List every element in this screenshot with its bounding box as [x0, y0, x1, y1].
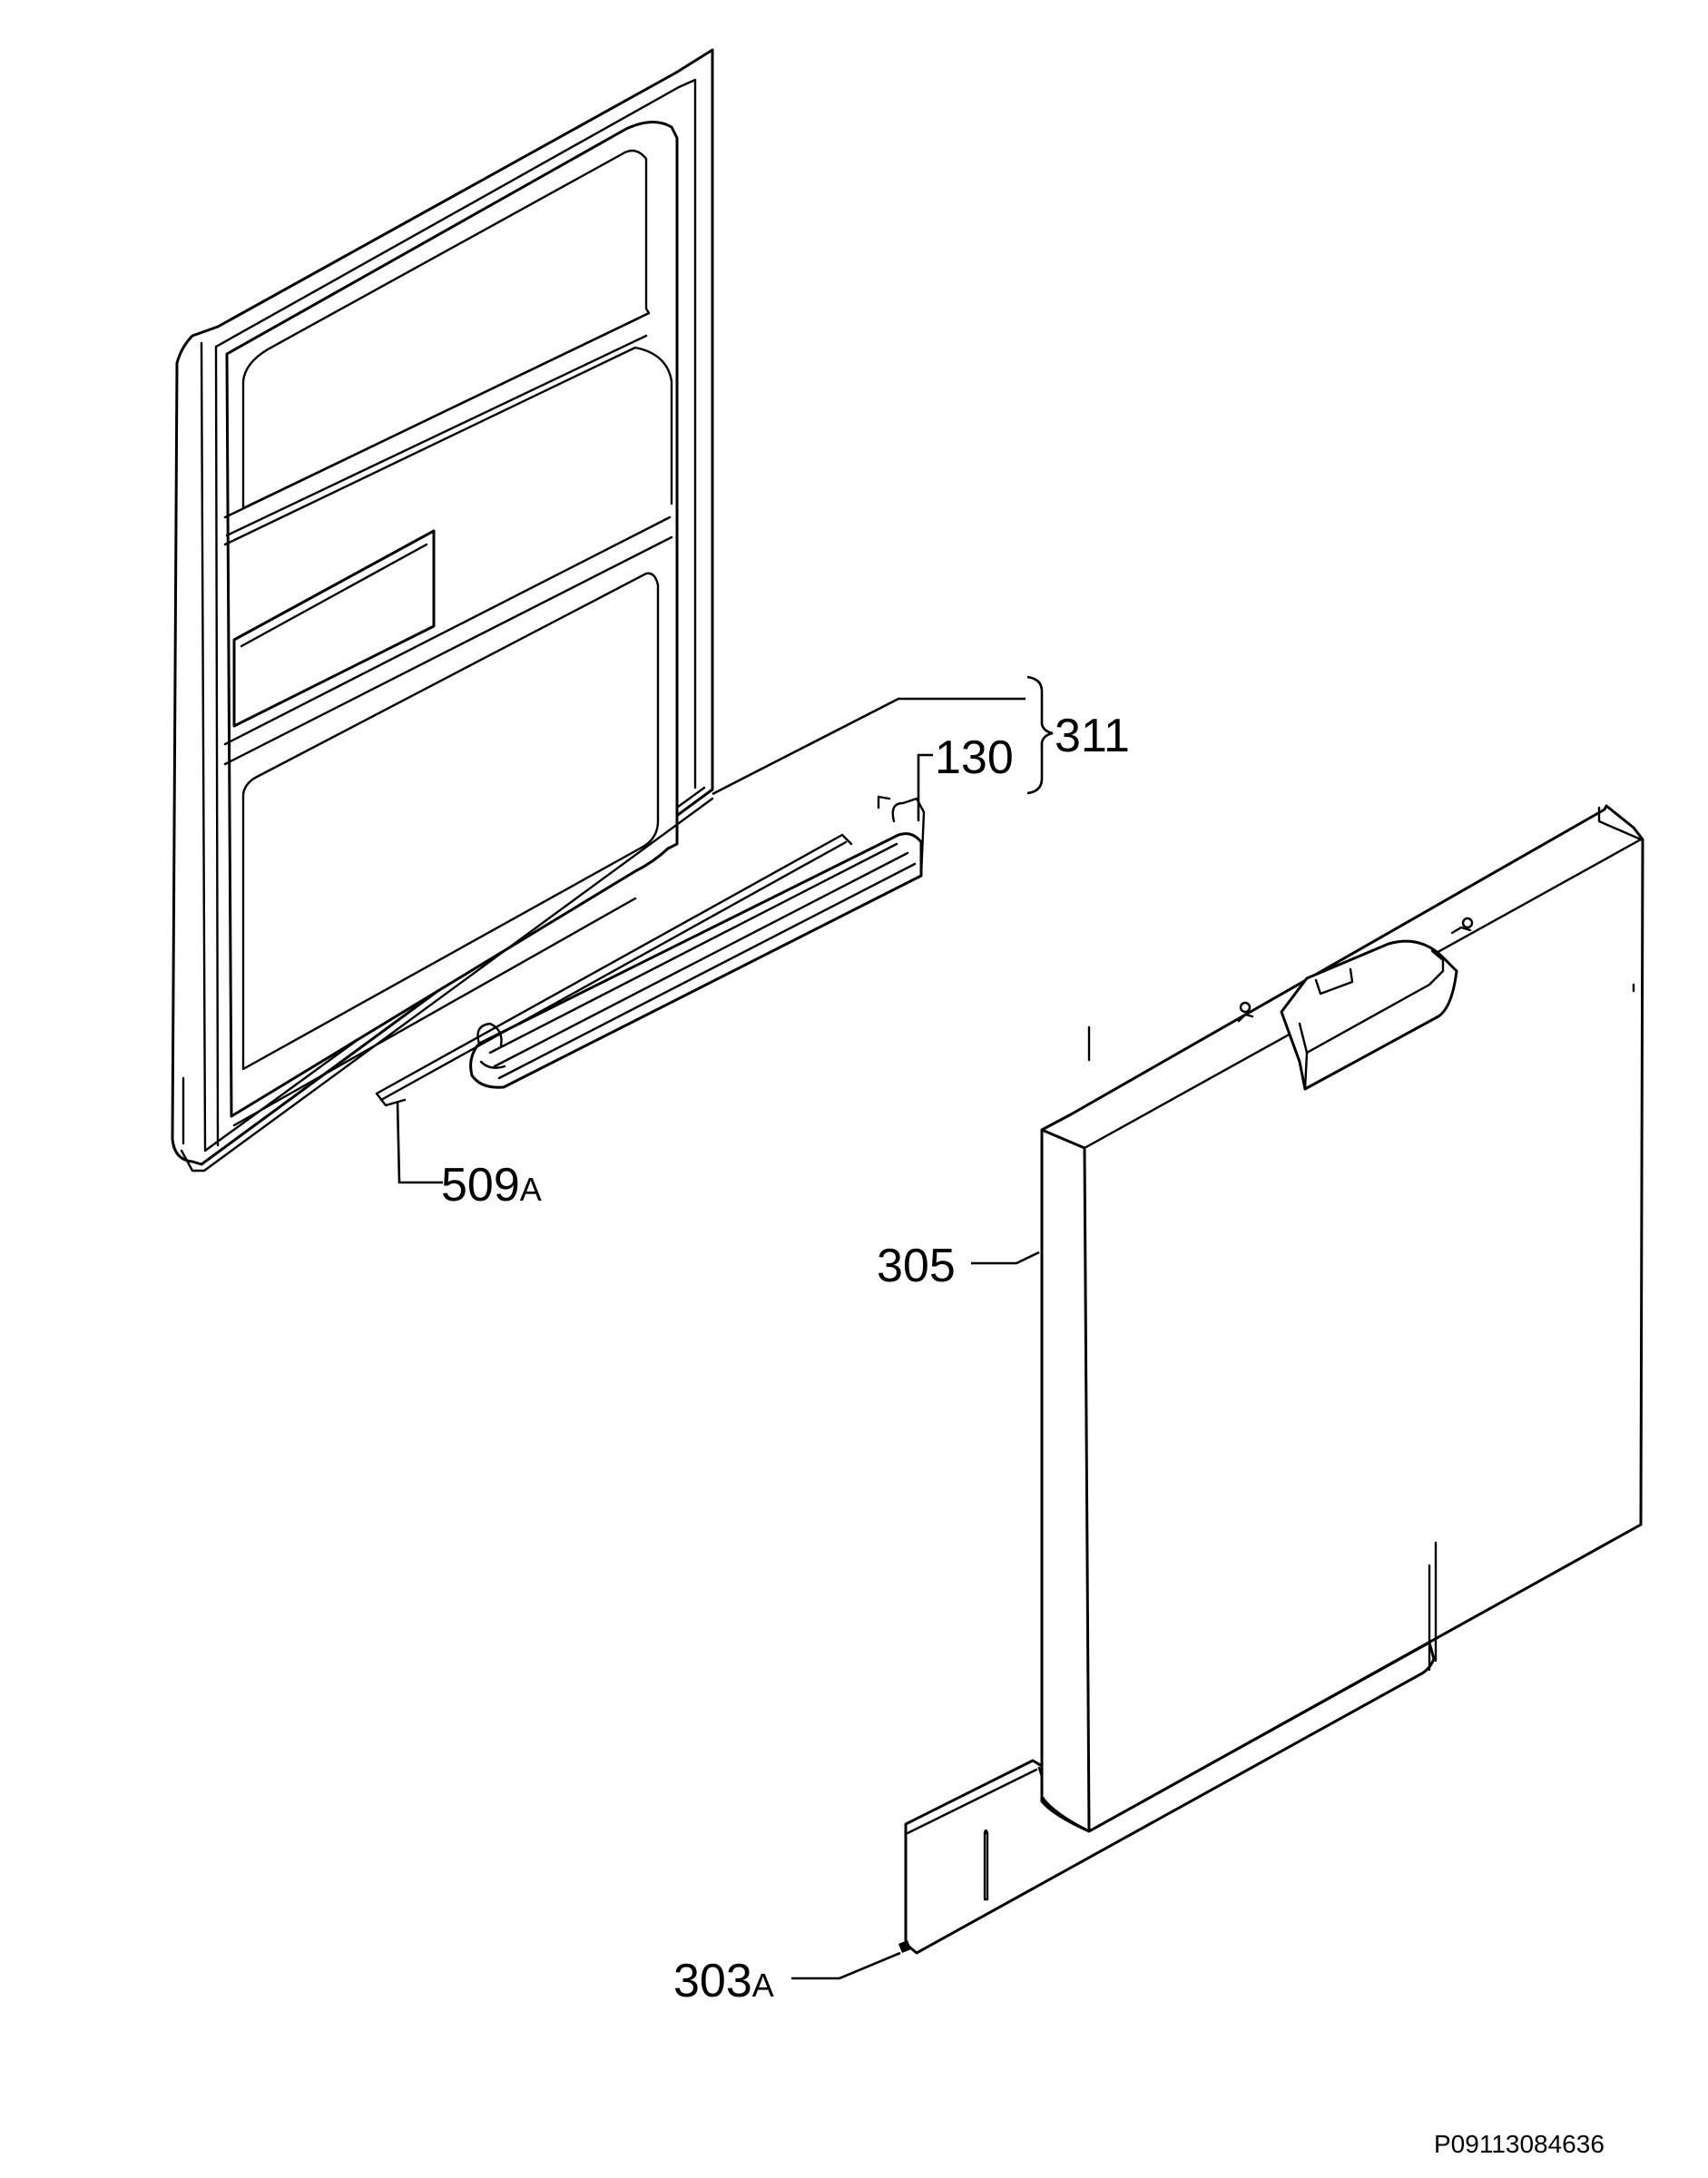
inner-door-panel: [171, 48, 714, 1172]
drawing-code: P09113084636: [1434, 2130, 1605, 2158]
callout-509a: 509A: [441, 1159, 542, 1212]
callout-311: 311: [1055, 710, 1130, 762]
leader-305: [971, 1251, 1040, 1265]
leader-303: [791, 1951, 901, 1980]
callout-303a: 303A: [673, 1955, 774, 2007]
leader-lines: [396, 675, 1054, 1980]
plinth-panel: [898, 1541, 1438, 1955]
callout-305: 305: [877, 1240, 956, 1292]
leader-130: [917, 753, 933, 821]
outer-door-panel: [1040, 804, 1644, 1833]
callout-130: 130: [935, 731, 1014, 784]
leader-311: [712, 697, 1026, 796]
door-seal-assembly: [469, 795, 926, 1089]
bracket-311: [1026, 675, 1054, 795]
callout-labels: 311 130 509A 305 303A P09113084636: [441, 710, 1605, 2158]
leader-509: [396, 1101, 443, 1184]
